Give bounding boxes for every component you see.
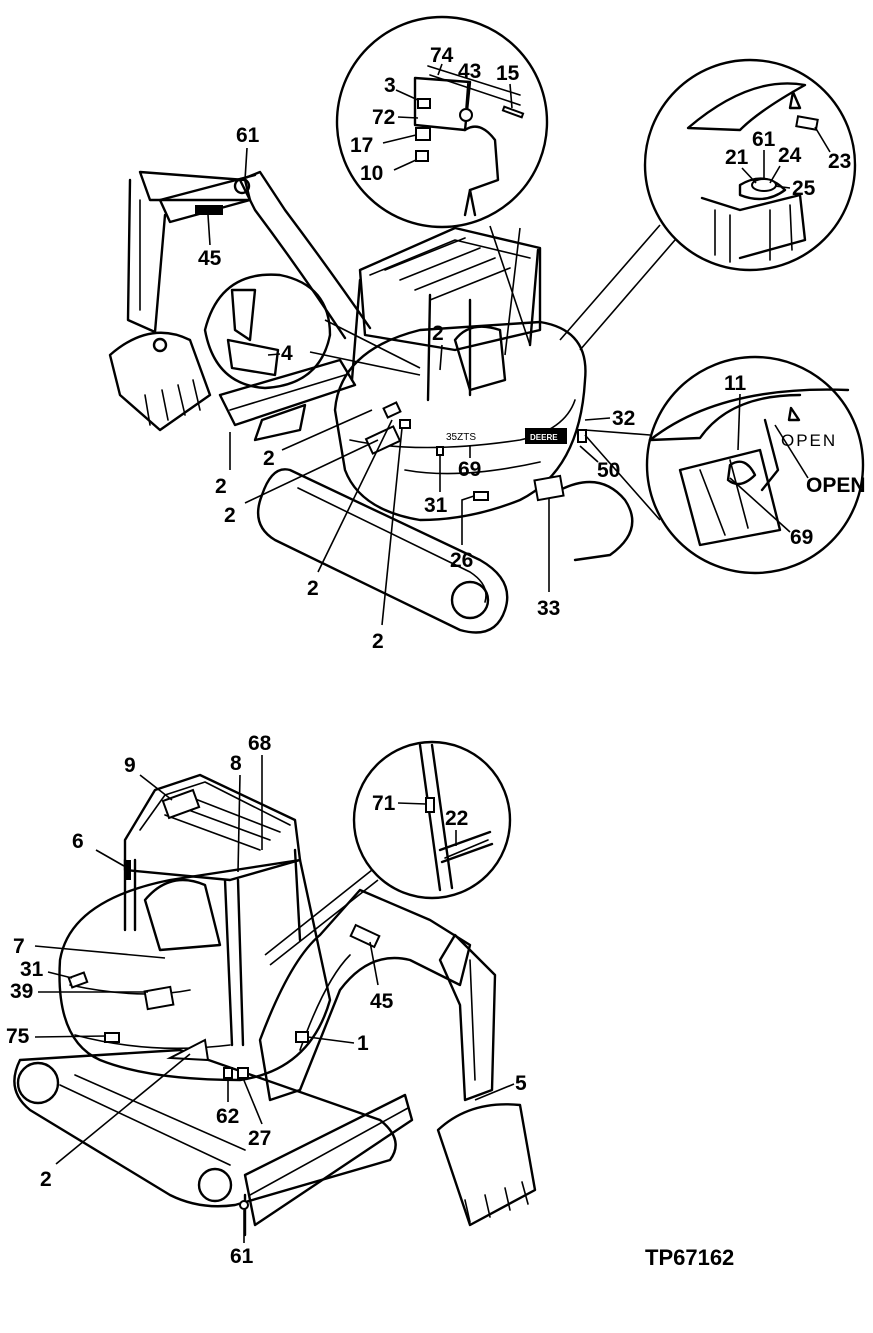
lower-view-callouts: 9 8 68 6 7 31 39 75 71 22 45 1 5 62 27 2… (6, 732, 527, 1268)
callout-2-bottom-a: 2 (307, 577, 319, 600)
callout-75: 75 (6, 1025, 30, 1048)
callout-39: 39 (10, 980, 33, 1003)
callout-4: 4 (281, 342, 293, 365)
callout-15: 15 (496, 62, 520, 85)
callout-2-lower: 2 (40, 1168, 52, 1191)
callout-24: 21 (725, 146, 749, 169)
callout-32: 23 (828, 150, 851, 173)
callout-17: 17 (350, 134, 373, 157)
callout-69-right: 50 (597, 459, 620, 482)
callout-61-lower: 61 (230, 1245, 254, 1268)
cab-post-detail-inset (335, 15, 549, 356)
callout-1: 1 (357, 1032, 369, 1055)
callout-62: 62 (216, 1105, 239, 1128)
callout-66: 11 (724, 372, 747, 395)
callout-68: 68 (248, 732, 272, 755)
fuel-cap-detail-inset (559, 58, 857, 351)
callout-25: 24 (778, 144, 802, 167)
callout-61-top: 61 (236, 124, 260, 147)
model-decal-text: 35ZTS (446, 432, 476, 443)
callout-10: 10 (360, 162, 383, 185)
callout-71: 71 (372, 792, 396, 815)
excavator-rear-view-line-art: DEERE 35ZTS (108, 170, 634, 634)
callout-9: 9 (124, 754, 136, 777)
excavator-front-view-line-art (13, 773, 537, 1237)
callout-74: 74 (430, 44, 454, 67)
callout-45-upper: 45 (198, 247, 222, 270)
callout-21: 61 (752, 128, 776, 151)
callout-22: 22 (445, 807, 468, 830)
engine-hood-detail-inset: OPEN (584, 355, 865, 575)
callout-2-left-a: 2 (263, 447, 275, 470)
callout-27: 27 (248, 1127, 271, 1150)
boom-detail-inset (264, 740, 512, 966)
callout-2-bottom-b: 2 (372, 630, 384, 653)
callout-45-lower: 45 (370, 990, 394, 1013)
callout-31-upper: 69 (458, 458, 481, 481)
callout-33: 69 (790, 526, 813, 549)
callout-31-lower: 31 (20, 958, 44, 981)
callout-72: 72 (372, 106, 395, 129)
callout-23: 25 (792, 177, 816, 200)
figure-id: TP67162 (645, 1245, 734, 1270)
callout-26: 31 (424, 494, 448, 517)
callout-3: 3 (384, 74, 396, 97)
callout-6: 6 (72, 830, 84, 853)
callout-5: 5 (515, 1072, 527, 1095)
callout-7: 7 (13, 935, 25, 958)
callout-38: 33 (537, 597, 560, 620)
callout-43: 43 (458, 60, 481, 83)
callout-61-blade: 2 (215, 475, 227, 498)
callout-11: 32 (612, 407, 635, 430)
callout-2-seat: 2 (432, 322, 444, 345)
callout-50: OPEN (806, 474, 866, 497)
callout-69-bottom: 26 (450, 549, 473, 572)
joystick-detail-inset (203, 273, 421, 390)
upper-view-callouts: 61 45 3 74 43 15 72 17 10 4 2 2 2 2 2 2 … (198, 44, 866, 653)
callout-8: 8 (230, 752, 242, 775)
svg-text:DEERE: DEERE (530, 433, 558, 442)
callout-2-left-b: 2 (224, 504, 236, 527)
open-label: OPEN (781, 431, 837, 450)
